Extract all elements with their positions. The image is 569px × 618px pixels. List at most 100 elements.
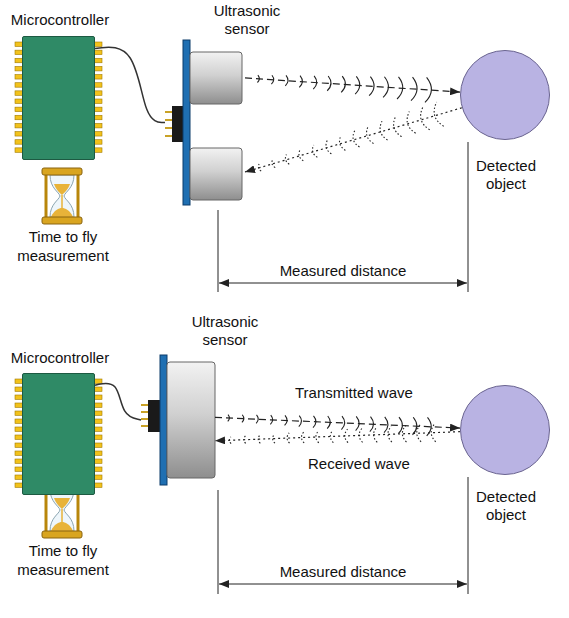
- transmitted-wave: [245, 78, 460, 92]
- wave-front: [270, 415, 272, 424]
- chip-pin: [94, 379, 102, 383]
- wave-front: [258, 164, 261, 171]
- wave-front: [272, 159, 275, 167]
- wave-front: [299, 150, 303, 161]
- chip-pin: [94, 91, 102, 95]
- ultrasonic-sensor-art: [141, 355, 215, 485]
- extension-line: [218, 490, 219, 594]
- chip-pin: [94, 66, 102, 70]
- connector-pin: [141, 411, 148, 413]
- chip-pin: [94, 419, 102, 423]
- hourglass-post: [45, 174, 48, 218]
- wave-front: [411, 77, 417, 101]
- wave-label: Received wave: [305, 455, 413, 472]
- connector-pin: [141, 418, 148, 420]
- sensor-board: [183, 40, 190, 205]
- hourglass-plate: [42, 531, 82, 538]
- dimension-arrow: [219, 283, 467, 284]
- hourglass-sand: [54, 184, 70, 195]
- wave-front: [256, 415, 258, 423]
- wave-front: [421, 107, 430, 130]
- chip-pin: [94, 123, 102, 127]
- wave-front: [434, 102, 444, 126]
- wave-front: [412, 417, 416, 435]
- hourglass-glass: [50, 489, 74, 531]
- node-heading: Microcontroller: [7, 11, 113, 29]
- extension-line: [218, 210, 219, 292]
- sensor-board: [160, 355, 167, 485]
- hourglass-sand: [61, 509, 63, 523]
- wave-front: [407, 112, 416, 134]
- wave-front: [273, 434, 275, 443]
- wave-front: [287, 433, 289, 443]
- wave-front: [384, 417, 388, 433]
- signal-wire: [95, 47, 165, 122]
- wave-front: [341, 416, 344, 429]
- chip-pin: [94, 395, 102, 399]
- wave-front: [285, 75, 288, 85]
- received-wave: [245, 108, 462, 172]
- connector-pin: [141, 425, 148, 427]
- wave-front: [316, 431, 319, 443]
- wave-front: [370, 417, 374, 432]
- chip-pin: [94, 475, 102, 479]
- chip-pin: [94, 443, 102, 447]
- chip-pin: [94, 140, 102, 144]
- wave-fronts: [258, 102, 443, 171]
- hourglass-post: [77, 174, 80, 218]
- connectors: [95, 47, 462, 443]
- node-heading: Detected object: [461, 157, 551, 193]
- wave-front: [244, 436, 246, 444]
- wave-front: [326, 140, 331, 154]
- wave-front: [394, 116, 402, 136]
- wave-front: [425, 77, 431, 102]
- chip-pin: [94, 451, 102, 455]
- node-heading: Ultrasonic sensor: [197, 2, 297, 38]
- wave-front: [397, 77, 403, 99]
- ultrasonic-sensor-art: [165, 40, 242, 205]
- wave-front: [271, 75, 273, 84]
- wave-front: [374, 427, 378, 442]
- dimension-arrow: [219, 584, 467, 585]
- connector-pin: [165, 127, 172, 129]
- wave-front: [359, 428, 362, 442]
- chip-pin: [94, 435, 102, 439]
- time-measurement-label: Time to fly measurement: [8, 228, 118, 266]
- wave-front: [380, 121, 388, 140]
- wave-front: [355, 76, 360, 94]
- chip-pin: [94, 459, 102, 463]
- hourglass-plate: [42, 168, 82, 175]
- dimension-label: Measured distance: [263, 563, 423, 582]
- pin-header: [172, 106, 183, 142]
- chip-pin: [94, 50, 102, 54]
- microcontroller-chip: Microcontroller: [22, 36, 95, 160]
- wave-front: [398, 417, 402, 434]
- node-heading: Ultrasonic sensor: [175, 313, 275, 349]
- transmitted-wave: [215, 417, 460, 428]
- chip-pin: [94, 483, 102, 487]
- chip-pin: [94, 467, 102, 471]
- wave-front: [345, 429, 348, 442]
- wave-fronts: [229, 423, 435, 443]
- hourglass-glass: [50, 175, 74, 217]
- dimension-label: Measured distance: [263, 262, 423, 281]
- wave-front: [229, 437, 231, 444]
- pin-header: [148, 400, 160, 432]
- wave-front: [299, 76, 302, 88]
- chip-pin: [94, 403, 102, 407]
- wave-front: [285, 154, 289, 164]
- chip-pin: [94, 58, 102, 62]
- wave-front: [242, 415, 244, 423]
- wave-front: [367, 126, 374, 144]
- hourglass-sand: [51, 522, 73, 531]
- connector-pin: [165, 135, 172, 137]
- wave-front: [356, 416, 360, 430]
- hourglass-plate: [42, 217, 82, 224]
- wave-front: [257, 75, 259, 82]
- signal-wire: [95, 383, 141, 420]
- wave-front: [285, 415, 287, 425]
- receiver-transducer: [190, 148, 242, 200]
- chip-pin: [94, 132, 102, 136]
